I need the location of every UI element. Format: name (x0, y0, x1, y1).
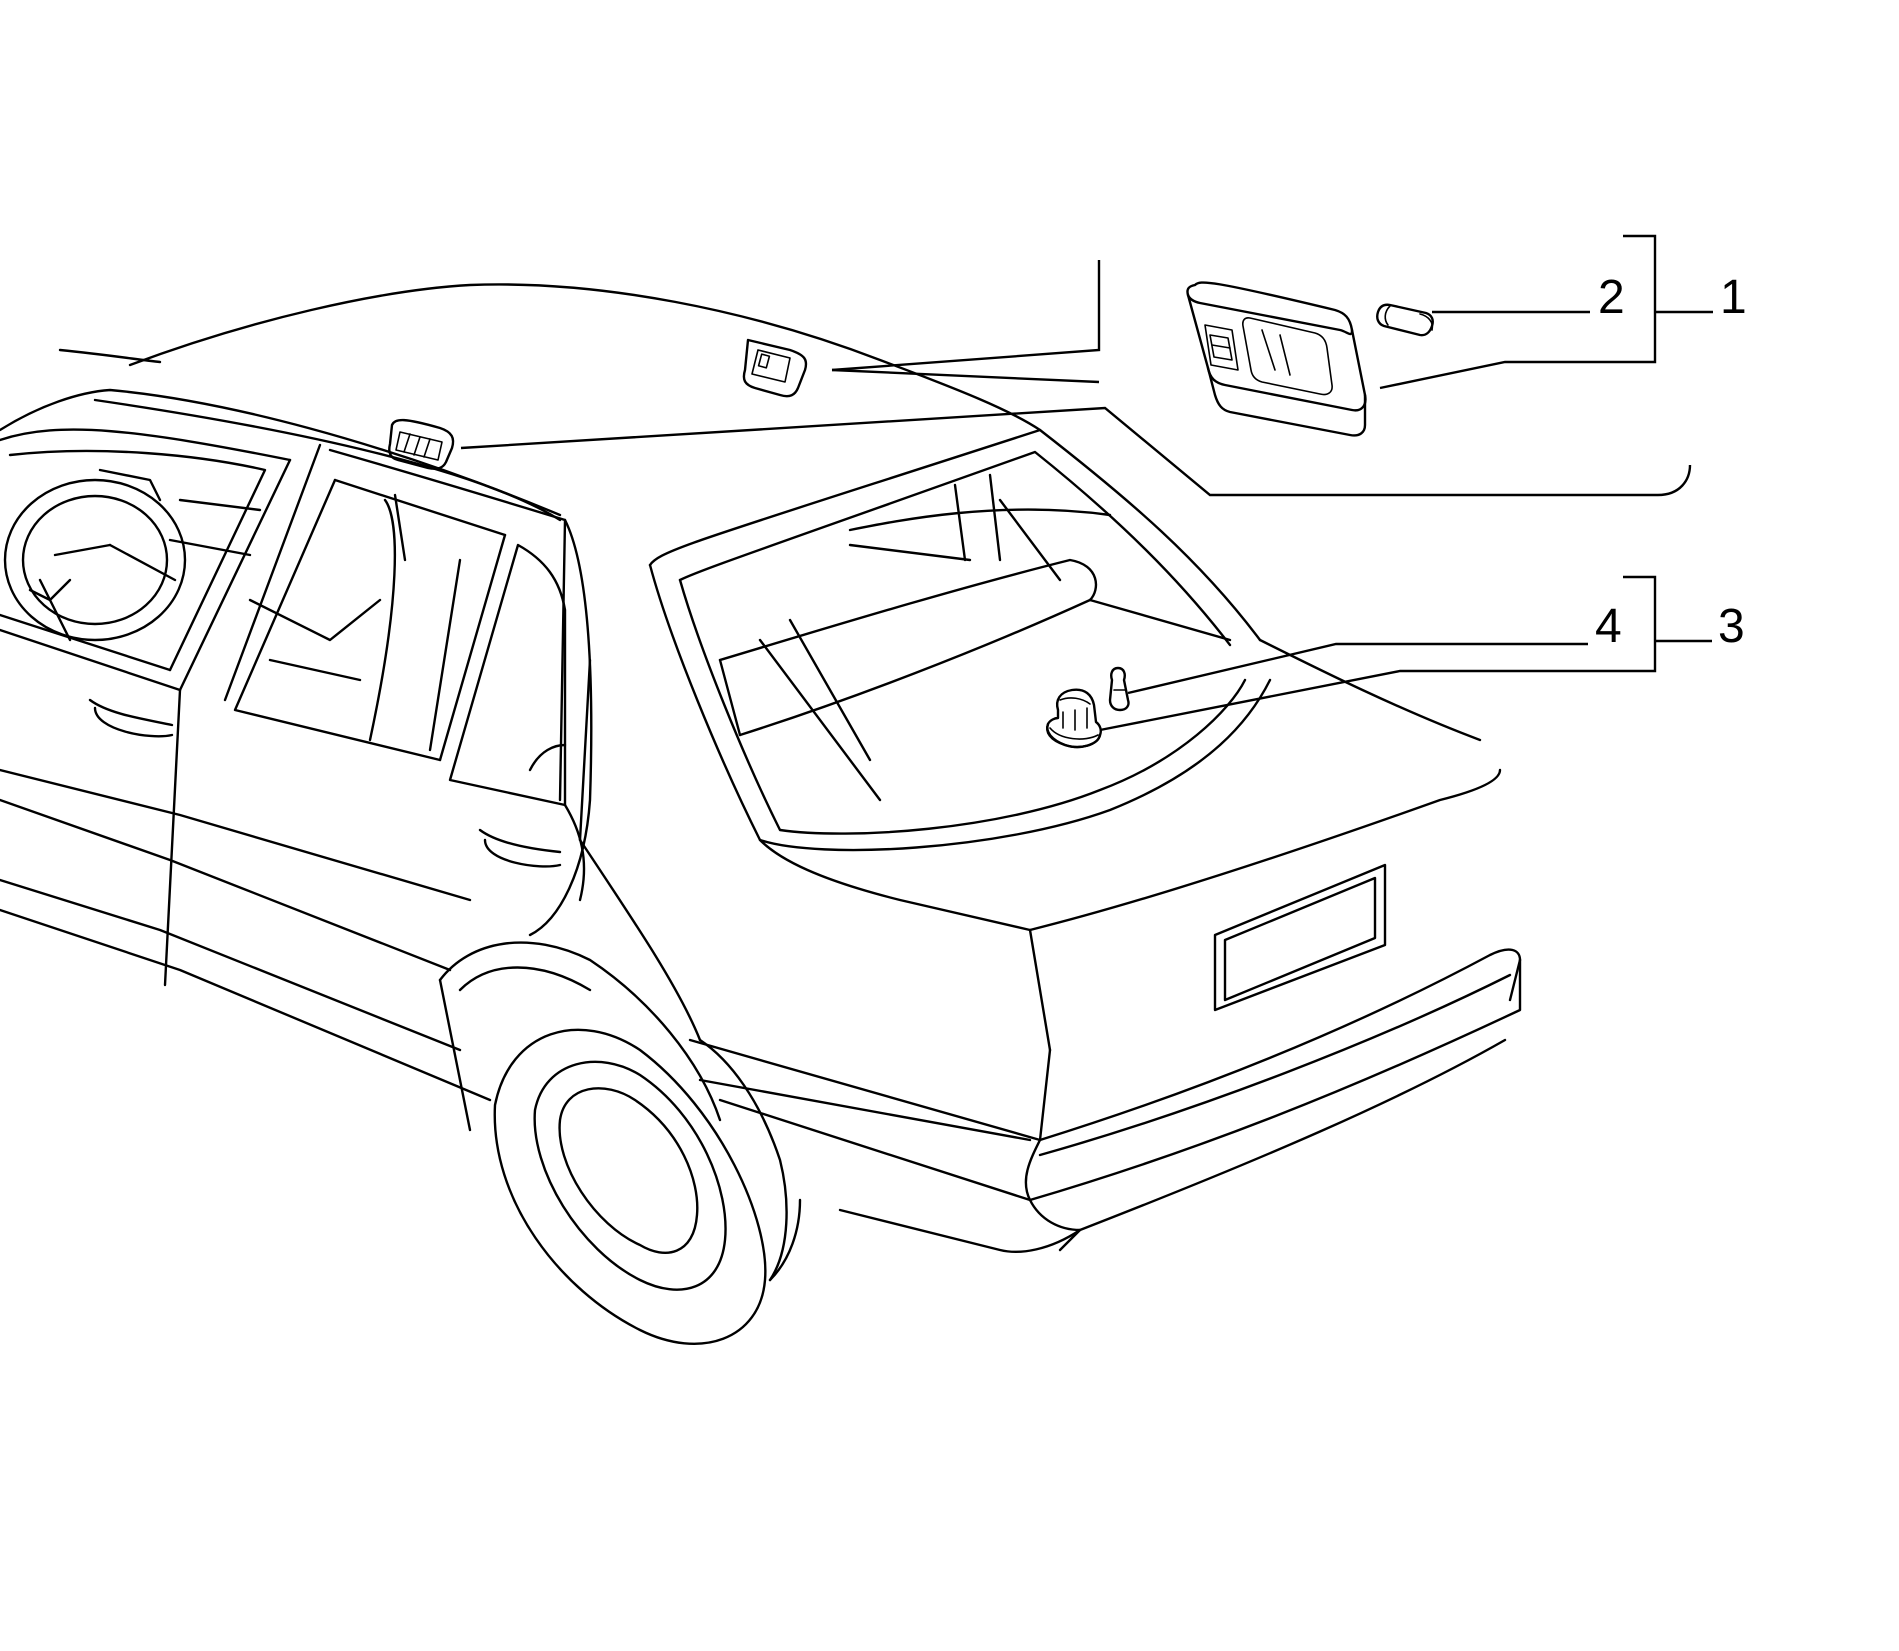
leader-4 (1127, 642, 1588, 695)
festoon-bulb-icon (1376, 303, 1434, 337)
callout-1: 1 (1720, 271, 1747, 324)
bracket-3 (1099, 575, 1657, 732)
bracket-1 (1379, 234, 1657, 390)
interior-lamp-housing-icon (1186, 281, 1367, 437)
leader-roof-rear (460, 406, 1692, 497)
roof-lamp-rear-icon (388, 418, 455, 470)
leader-roof-front (831, 260, 1101, 372)
leader-roof-front-2 (831, 368, 1100, 384)
callout-3: 3 (1718, 600, 1745, 653)
trunk-lamp-holder-icon (1046, 688, 1102, 749)
wedge-bulb-icon (1108, 666, 1130, 712)
leader-lines (460, 234, 1713, 732)
callout-2: 2 (1598, 271, 1625, 324)
callout-4: 4 (1595, 600, 1622, 653)
car-illustration (0, 283, 1522, 1345)
roof-lamp-front-icon (742, 338, 808, 398)
